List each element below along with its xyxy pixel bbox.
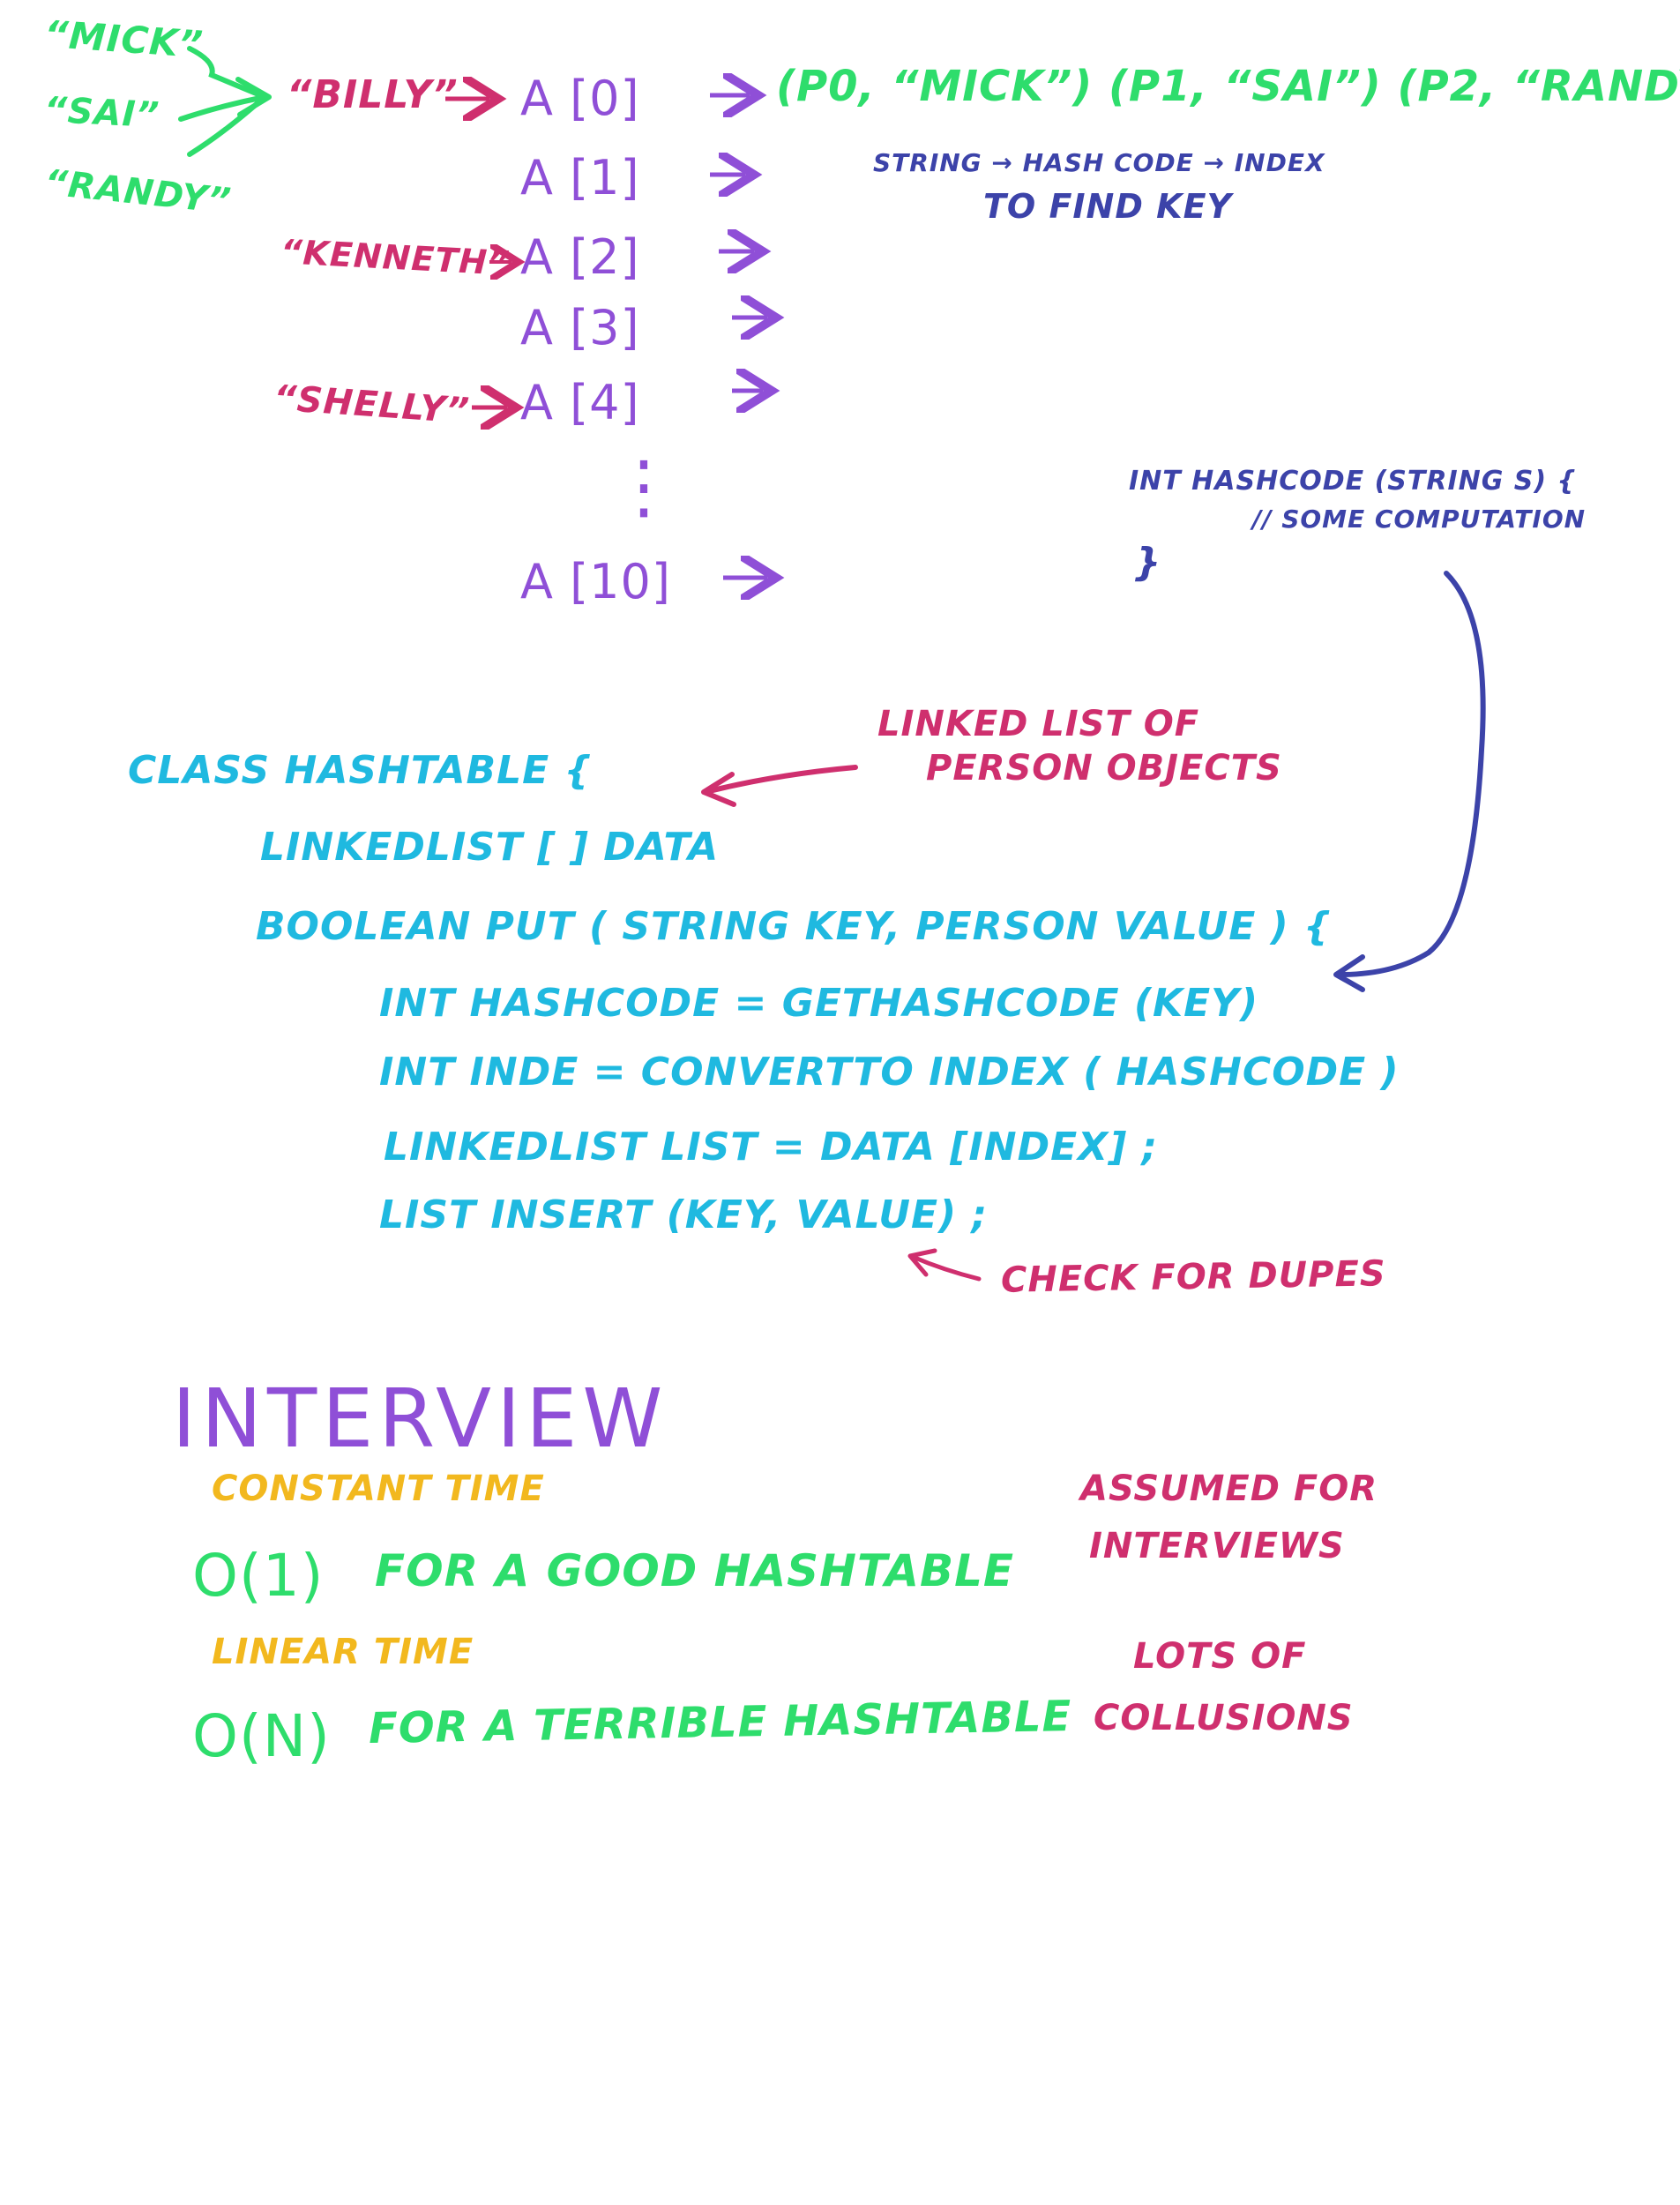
arrow-hashfunc-to-code (1338, 571, 1486, 977)
array-slot-2: a [2] (520, 229, 640, 285)
collisions-line2: COLLUSIONS (1094, 1698, 1354, 1738)
code-line-insert: LIST INSERT (KEY, VALUE) ; (379, 1192, 989, 1237)
hash-func-line3: } (1133, 540, 1162, 585)
code-line-hashcode: INT HASHCODE = GETHASHCODE (KEY) (379, 981, 1259, 1026)
array-slot-4: a [4] (520, 375, 640, 430)
assumed-line2: INTERVIEWS (1089, 1526, 1345, 1566)
constant-big-o: O(1) (192, 1542, 325, 1610)
array-slot-1: a [1] (520, 150, 640, 206)
code-line-data: LINKEDLIST [ ] DATA (260, 825, 720, 870)
arrowhead-billy (235, 77, 272, 117)
hash-func-line1: INT HASHCODE (STRING S) { (1129, 466, 1577, 497)
dupes-note: CHECK FOR DUPES (1000, 1253, 1386, 1301)
hash-func-line2: // SOME COMPUTATION (1252, 505, 1587, 534)
code-line-index: INT INDE = CONVERTTO INDEX ( HASHCODE ) (379, 1050, 1400, 1095)
array-ellipsis: ⋮ (609, 445, 680, 527)
arrowhead-hashfunc (1333, 954, 1365, 992)
code-line-put: BOOLEAN PUT ( STRING KEY, PERSON VALUE )… (256, 904, 1333, 949)
linked-note-line1: LINKED LIST OF (877, 704, 1200, 744)
constant-desc: FOR A GOOD HASHTABLE (375, 1545, 1015, 1596)
code-line-class: CLASS HASHTABLE { (128, 748, 593, 793)
arrowhead-linked-note (701, 772, 736, 807)
arrow-sai-to-billy (178, 94, 267, 122)
collisions-line1: LOTS OF (1133, 1636, 1307, 1677)
array-slot-10: a [10] (520, 554, 671, 609)
bucket-chain: (P0, “MICK”) (P1, “SAI”) (P2, “RANDY”) (776, 62, 1680, 111)
key-sai: “SAI” (42, 89, 161, 137)
hash-note-line1: STRING → HASH CODE → INDEX (873, 148, 1325, 177)
assumed-line1: ASSUMED FOR (1080, 1469, 1378, 1509)
key-billy: “BILLY” (287, 72, 459, 117)
arrowhead-dupes (907, 1248, 937, 1277)
code-line-list: LINKEDLIST LIST = DATA [INDEX] ; (384, 1125, 1159, 1170)
arrow-linked-note-to-class (703, 765, 858, 795)
hash-note-line2: TO FIND KEY (983, 187, 1233, 226)
arrow-dupes-to-insert (910, 1254, 982, 1282)
linear-big-o: O(n) (192, 1702, 331, 1770)
linear-time-label: LINEAR TIME (212, 1632, 474, 1672)
array-slot-3: a [3] (520, 300, 640, 355)
interview-title: INTERVIEW (172, 1372, 668, 1466)
array-slot-0: a [0] (520, 71, 640, 126)
linked-note-line2: PERSON OBJECTS (926, 748, 1282, 789)
constant-time-label: CONSTANT TIME (212, 1469, 545, 1509)
arrow-mick-to-billy (187, 46, 267, 100)
